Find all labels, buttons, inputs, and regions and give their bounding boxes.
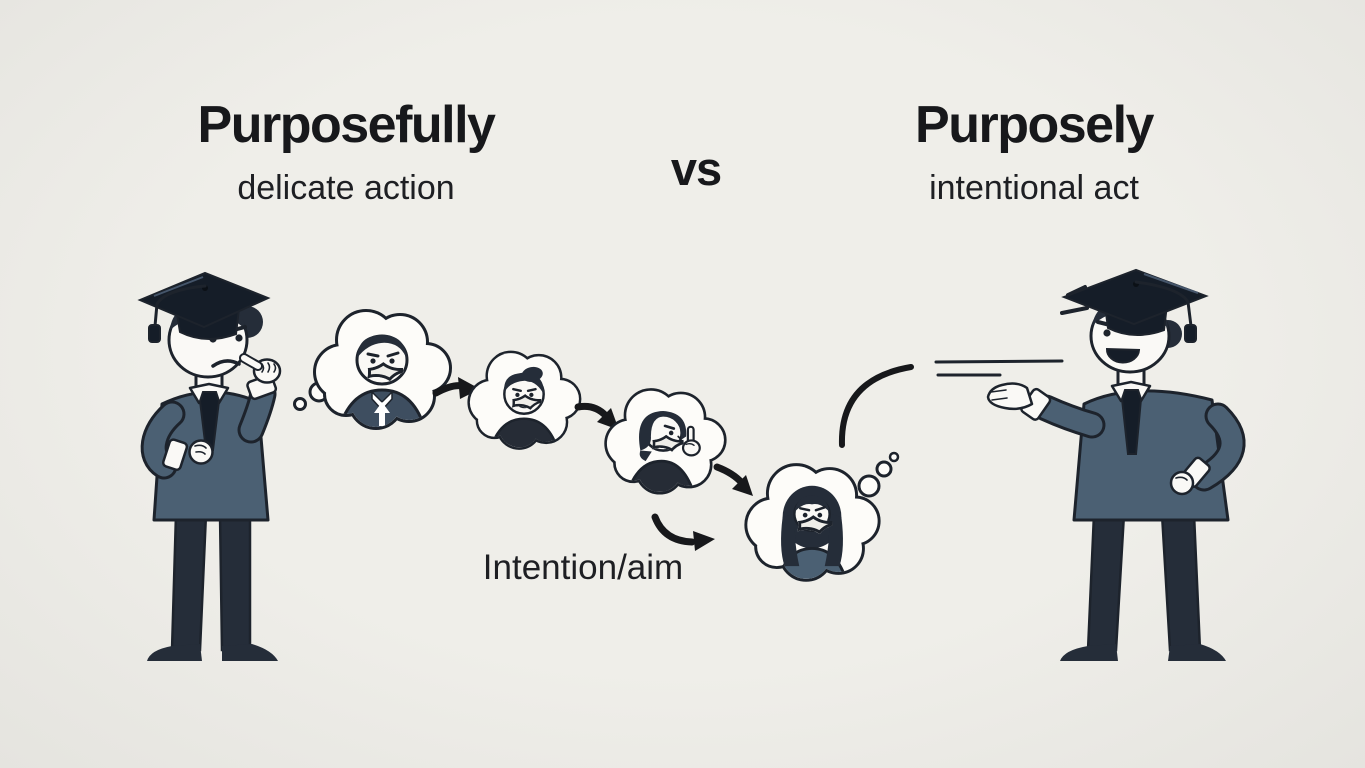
left-term-block: Purposefully delicate action: [166, 99, 526, 205]
intention-label: Intention/aim: [482, 548, 684, 587]
leg: [1086, 512, 1126, 652]
arrow-3: [713, 463, 753, 496]
left-graduate-figure: [137, 271, 282, 661]
right-graduate-figure: [986, 268, 1246, 661]
graduation-cap-icon: [1061, 268, 1209, 343]
frown-mouth: [211, 359, 241, 368]
hand: [1169, 470, 1195, 496]
tassel: [1184, 324, 1197, 343]
speech-lines: [934, 359, 1064, 377]
shoe: [222, 644, 278, 661]
tassel: [148, 324, 161, 343]
thought-bubble-2: [467, 350, 582, 450]
arrow-1: [432, 377, 480, 399]
tie: [1120, 389, 1143, 455]
shoe: [1060, 644, 1118, 661]
thought-bubble-1: [313, 309, 452, 430]
leg: [170, 512, 208, 652]
cuff: [161, 438, 189, 471]
right-term-title: Purposely: [915, 96, 1154, 154]
leg: [1160, 512, 1202, 652]
extended-arm: [986, 382, 1106, 439]
leg: [218, 512, 252, 652]
tie-arrow: [374, 402, 390, 426]
thought-trail-right: [857, 451, 900, 498]
open-smile: [1105, 347, 1141, 364]
eye: [235, 334, 243, 342]
right-term-subtitle: intentional act: [929, 169, 1139, 207]
thought-bubble-4: [744, 463, 881, 582]
vs-divider: vs: [670, 142, 722, 195]
shoe: [147, 644, 202, 661]
crossed-arm: [140, 400, 214, 480]
arrow-4: [651, 513, 715, 551]
tassel-cord: [1134, 280, 1193, 328]
pointing-finger-icon: [681, 425, 701, 457]
raised-arm-to-chin: [237, 353, 282, 444]
sweater-torso: [1072, 389, 1230, 522]
top-knot: [521, 366, 543, 382]
left-term-subtitle: delicate action: [237, 169, 455, 207]
tassel-cord: [153, 284, 207, 328]
woman-long-hair-face: [777, 485, 847, 579]
thumb: [241, 355, 261, 369]
cloud-shape: [744, 463, 881, 582]
akimbo-arm: [1169, 402, 1246, 496]
eye: [1103, 329, 1111, 337]
graduation-cap-icon: [137, 271, 271, 343]
shoe: [1168, 644, 1226, 661]
thought-bubble-3: [604, 388, 727, 495]
right-term-block: Purposely intentional act: [854, 99, 1214, 205]
open-hand: [986, 382, 1034, 411]
left-term-title: Purposefully: [197, 96, 496, 154]
motion-arc: [838, 364, 914, 448]
